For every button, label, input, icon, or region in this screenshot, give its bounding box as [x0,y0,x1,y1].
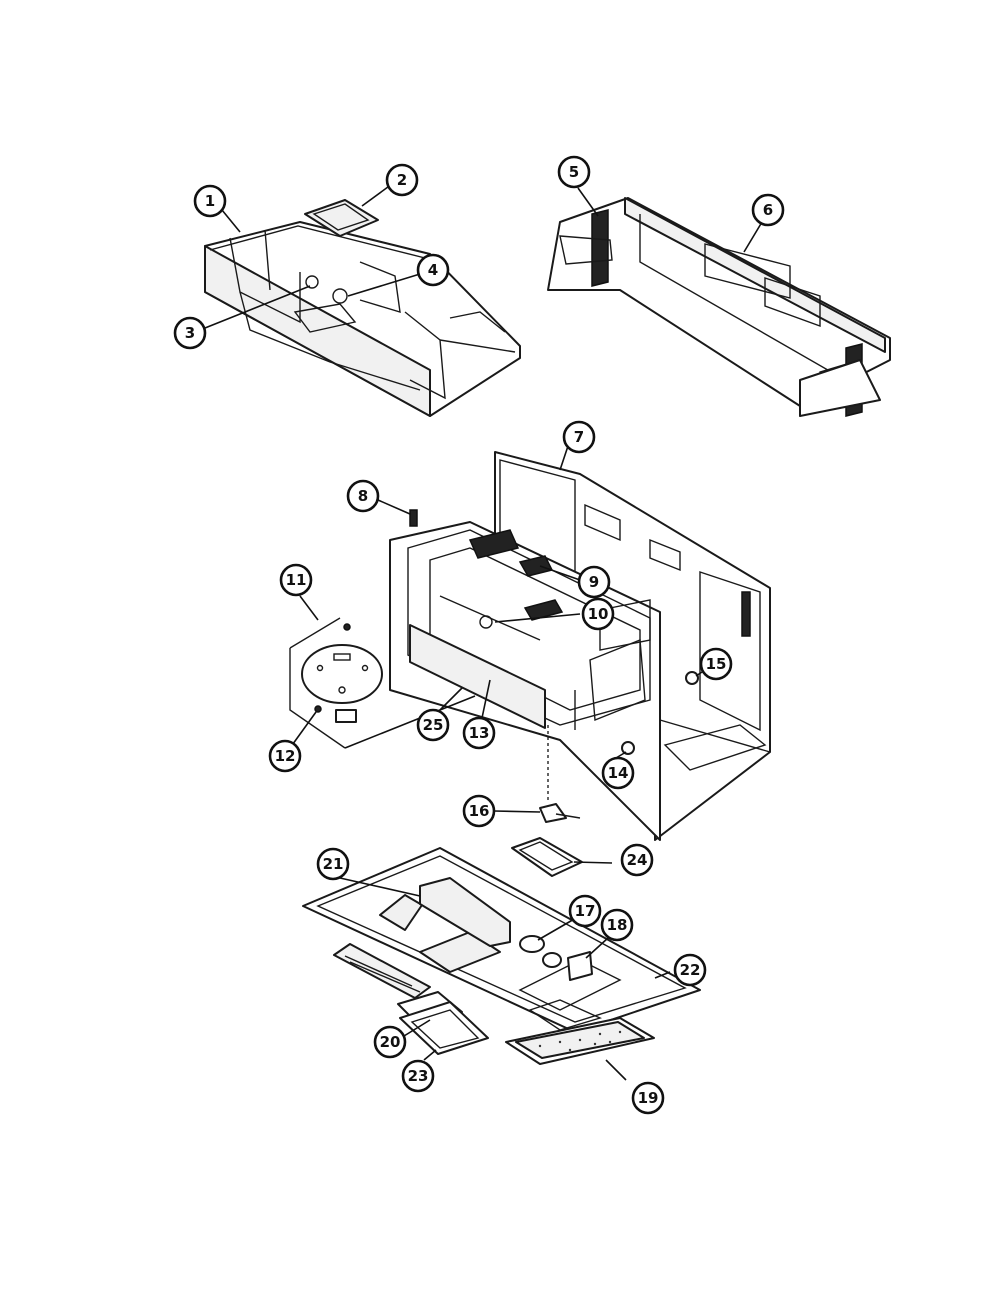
callout-21: 21 [316,847,350,881]
callout-25: 25 [416,708,450,742]
svg-text:21: 21 [323,855,344,873]
part-16-switch [539,725,581,823]
callout-20: 20 [373,1025,407,1059]
callout-16: 16 [462,794,496,828]
part-23-light-cover [399,1001,489,1055]
part-2-cover-plate [304,199,379,237]
callout-3: 3 [173,316,207,350]
callout-7: 7 [562,420,596,454]
part-11-turntable-motor-assy [289,617,476,749]
callout-11: 11 [279,563,313,597]
svg-text:12: 12 [275,747,296,765]
svg-text:4: 4 [428,261,438,279]
svg-text:24: 24 [627,851,648,869]
svg-text:6: 6 [763,201,773,219]
callout-15: 15 [699,647,733,681]
callout-6: 6 [751,193,785,227]
svg-text:7: 7 [574,428,584,446]
callout-14: 14 [601,756,635,790]
callout-24: 24 [620,843,654,877]
svg-text:22: 22 [680,961,701,979]
svg-text:13: 13 [469,724,490,742]
svg-text:23: 23 [408,1067,429,1085]
svg-text:1: 1 [205,192,215,210]
part-10-lamp [479,615,493,629]
svg-text:16: 16 [469,802,490,820]
svg-text:14: 14 [608,764,629,782]
callout-1: 1 [193,184,227,218]
part-front-grille-filter [333,943,431,999]
svg-text:17: 17 [575,902,596,920]
callout-9: 9 [577,565,611,599]
part-12-screw [314,705,322,713]
part-21-duct [419,877,511,947]
svg-text:3: 3 [185,324,195,342]
part-8-screw [409,509,418,527]
svg-text:20: 20 [380,1033,401,1051]
svg-text:10: 10 [588,605,609,623]
svg-text:19: 19 [638,1089,659,1107]
callout-22: 22 [673,953,707,987]
part-24-cover [511,837,583,877]
callout-8: 8 [346,479,380,513]
svg-text:9: 9 [589,573,599,591]
svg-text:18: 18 [607,916,628,934]
callout-4: 4 [416,253,450,287]
part-14-thermostat [621,741,635,755]
callout-5: 5 [557,155,591,189]
callout-10: 10 [581,597,615,631]
part-15-fuse [685,671,699,685]
svg-text:15: 15 [706,655,727,673]
callout-23: 23 [401,1059,435,1093]
svg-text:8: 8 [358,487,368,505]
callout-2: 2 [385,163,419,197]
part-19-charcoal-filter [505,1017,655,1065]
svg-text:25: 25 [423,716,444,734]
callout-19: 19 [631,1081,665,1115]
part-1-base-tray [204,221,521,417]
part-18-transformer [542,951,593,981]
svg-text:2: 2 [397,171,407,189]
callout-18: 18 [600,908,634,942]
svg-text:11: 11 [286,571,307,589]
svg-text:5: 5 [569,163,579,181]
part-6-rear-panel [547,197,891,417]
callout-12: 12 [268,739,302,773]
callout-17: 17 [568,894,602,928]
callout-13: 13 [462,716,496,750]
